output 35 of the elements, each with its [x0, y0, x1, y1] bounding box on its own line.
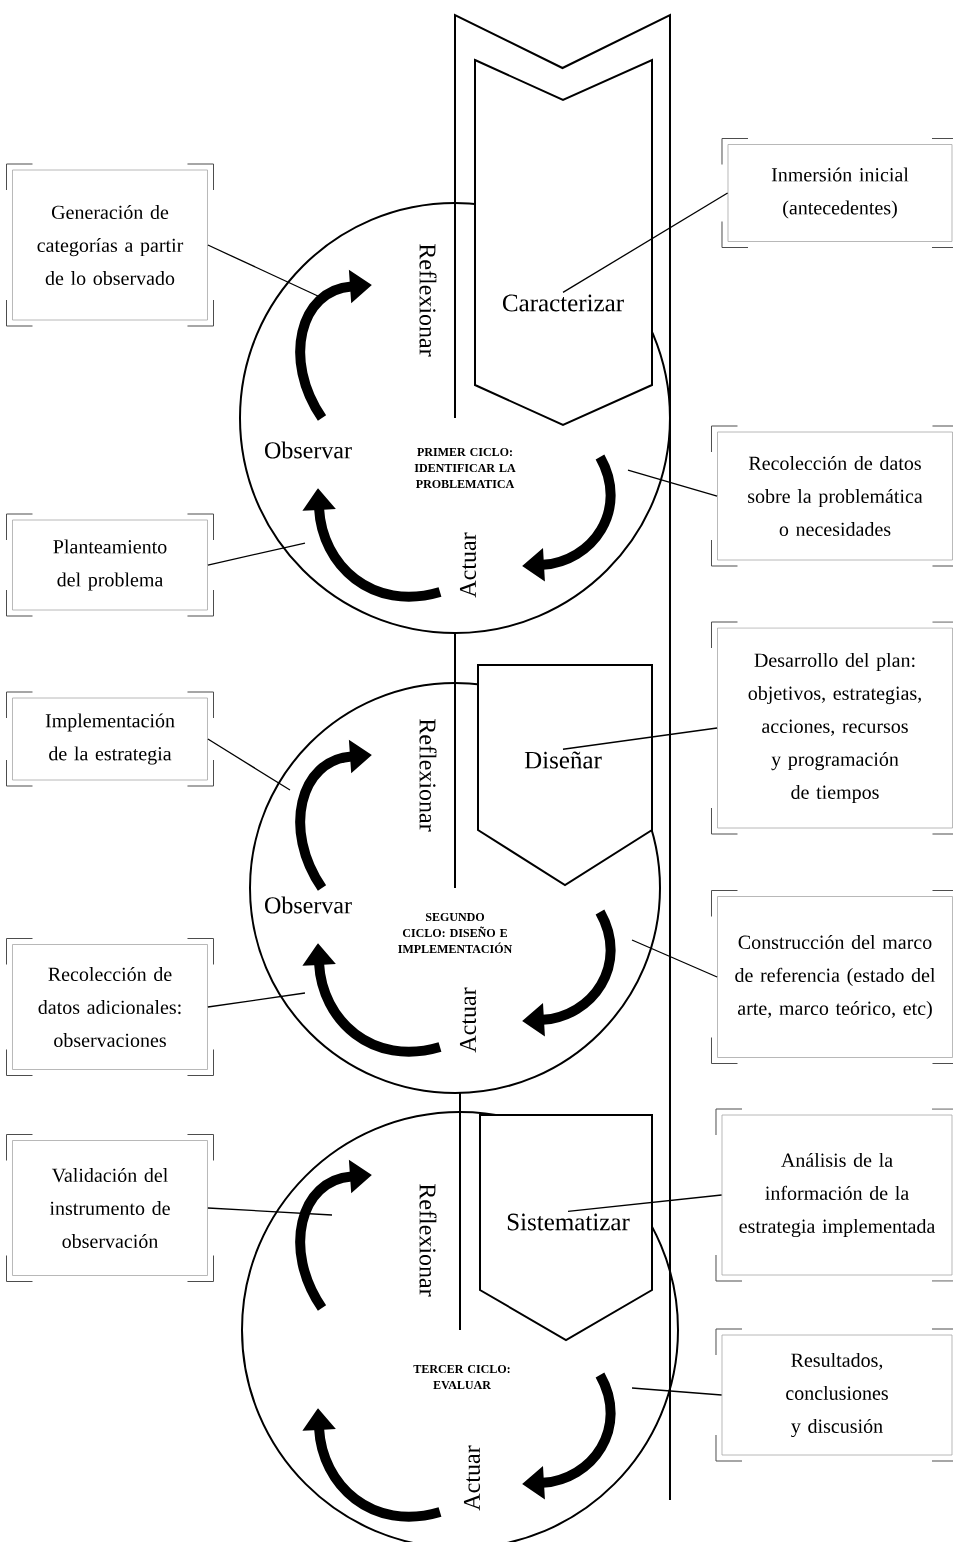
note-box: Desarrollo del plan: objetivos, estrategias, acciones, recursos y programación de tiempos [711, 621, 953, 835]
step-label: Reflexionar [419, 1184, 437, 1297]
note-box: Resultados, conclusiones y discusión [715, 1328, 953, 1462]
step-label: Observar [265, 441, 352, 459]
leader-line [627, 469, 718, 497]
step-label: Observar [265, 896, 352, 914]
note-box: Inmersión inicial (antecedentes) [721, 138, 953, 248]
leader-line [207, 244, 321, 298]
cycle-title: PRIMER CICLO: IDENTIFICAR LA PROBLEMATICA [414, 447, 516, 489]
leader-line [562, 192, 729, 294]
leader-line [562, 727, 718, 750]
step-label: Actuar [459, 532, 477, 598]
step-label: Reflexionar [419, 719, 437, 832]
cycle-title: TERCER CICLO: EVALUAR [413, 1364, 510, 1390]
leader-line [207, 992, 306, 1008]
note-box: Implementación de la estrategia [6, 691, 214, 787]
note-box: Recolección de datos adicionales: observaciones [6, 938, 214, 1076]
note-box: Recolección de datos sobre la problemática o necesidades [711, 425, 953, 567]
note-box: Análisis de la información de la estrategia implementada [715, 1108, 953, 1282]
chevron-box: Caracterizar [474, 58, 653, 427]
leader-line [207, 1207, 333, 1216]
leader-line [207, 542, 306, 566]
step-label: Actuar [463, 1445, 481, 1511]
chevron-box: Diseñar [477, 664, 653, 887]
leader-line [631, 939, 718, 978]
note-box: Validación del instrumento de observación [6, 1134, 214, 1282]
note-box: Planteamiento del problema [6, 513, 214, 617]
note-box: Generación de categorías a partir de lo observado [6, 163, 214, 327]
leader-line [207, 738, 291, 791]
leader-line [631, 1387, 723, 1396]
step-label: Reflexionar [419, 244, 437, 357]
cycle-title: SEGUNDO CICLO: DISEÑO E IMPLEMENTACIÓN [398, 912, 513, 954]
step-label: Actuar [459, 987, 477, 1053]
note-box: Construcción del marco de referencia (estado del arte, marco teórico, etc) [711, 890, 953, 1064]
leader-line [567, 1194, 723, 1213]
